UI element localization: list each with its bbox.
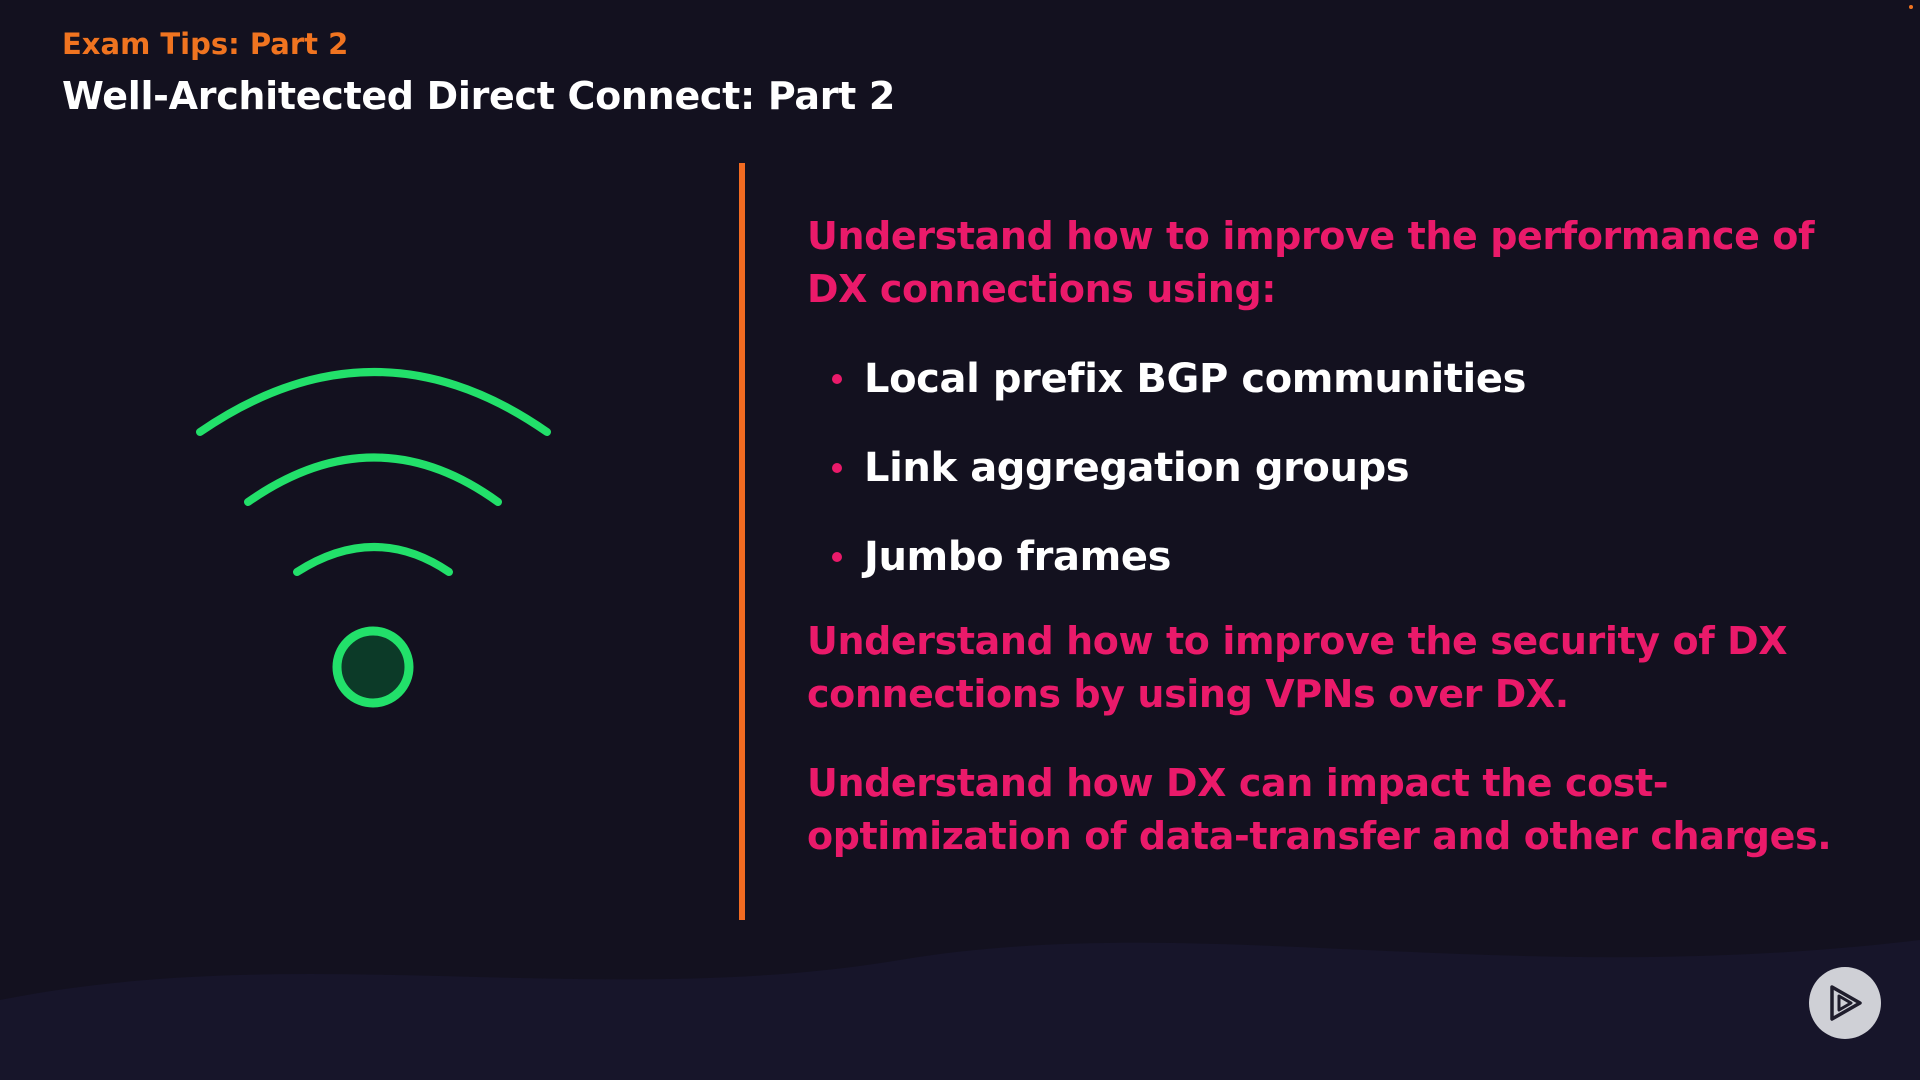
play-button[interactable]: [1809, 967, 1881, 1039]
bullet-dot-icon: [832, 373, 842, 384]
bullet-item: Jumbo frames: [807, 512, 1867, 601]
content-panel: Understand how to improve the performanc…: [807, 210, 1867, 863]
corner-indicator: [1909, 5, 1913, 9]
performance-bullet-list: Local prefix BGP communities Link aggreg…: [807, 334, 1867, 601]
bullet-text: Jumbo frames: [864, 533, 1172, 580]
bullet-item: Local prefix BGP communities: [807, 334, 1867, 423]
slide-title: Well-Architected Direct Connect: Part 2: [62, 74, 896, 118]
bullet-text: Local prefix BGP communities: [864, 355, 1526, 402]
bullet-text: Link aggregation groups: [864, 444, 1410, 491]
vertical-divider: [739, 163, 745, 920]
cost-point: Understand how DX can impact the cost-op…: [807, 761, 1832, 858]
bullet-dot-icon: [832, 551, 842, 562]
bullet-dot-icon: [832, 462, 842, 473]
section-eyebrow: Exam Tips: Part 2: [62, 27, 349, 61]
play-icon: [1830, 985, 1862, 1021]
security-point: Understand how to improve the security o…: [807, 619, 1788, 716]
bullet-item: Link aggregation groups: [807, 423, 1867, 512]
wifi-signal-icon: [196, 368, 551, 708]
performance-point: Understand how to improve the performanc…: [807, 214, 1815, 311]
